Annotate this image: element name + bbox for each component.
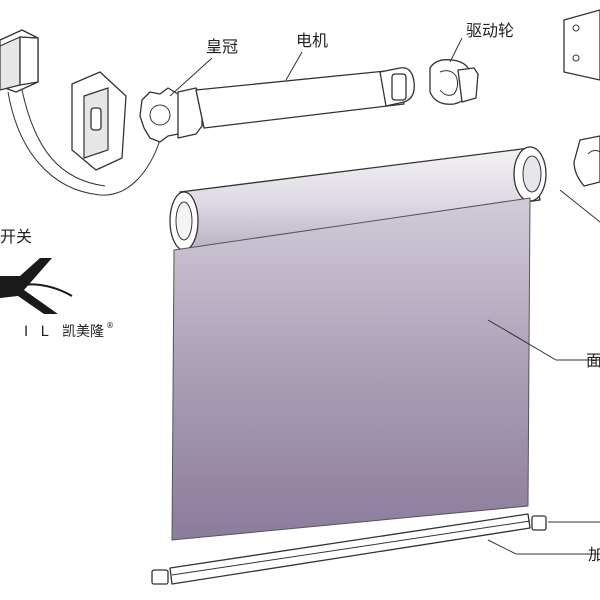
right-bracket: [563, 9, 600, 81]
fabric-panel: [171, 197, 531, 541]
logo-registered: ®: [106, 321, 114, 330]
label-motor: 电机: [296, 31, 328, 50]
logo-chinese: 凯美隆: [62, 324, 104, 340]
label-drive-wheel: 驱动轮: [466, 21, 514, 40]
motor-crown: [139, 87, 203, 143]
label-fabric: 面: [586, 351, 600, 370]
left-bracket: [71, 71, 127, 171]
roller-tube: [169, 146, 547, 251]
brand-logo: I L 凯美隆 ®: [0, 258, 114, 340]
bottom-rail: [151, 513, 547, 585]
label-crown: 皇冠: [206, 37, 238, 56]
motor-tube: [195, 67, 415, 129]
drive-wheel: [429, 59, 479, 105]
label-bottom-rail: 加: [588, 545, 600, 564]
switch-box: [0, 29, 39, 93]
switch-cable: [7, 91, 161, 196]
leader-lines: [169, 37, 600, 555]
label-switch: 开关: [0, 227, 32, 246]
right-end-cap: [573, 135, 600, 187]
logo-letters: I L: [24, 324, 52, 340]
